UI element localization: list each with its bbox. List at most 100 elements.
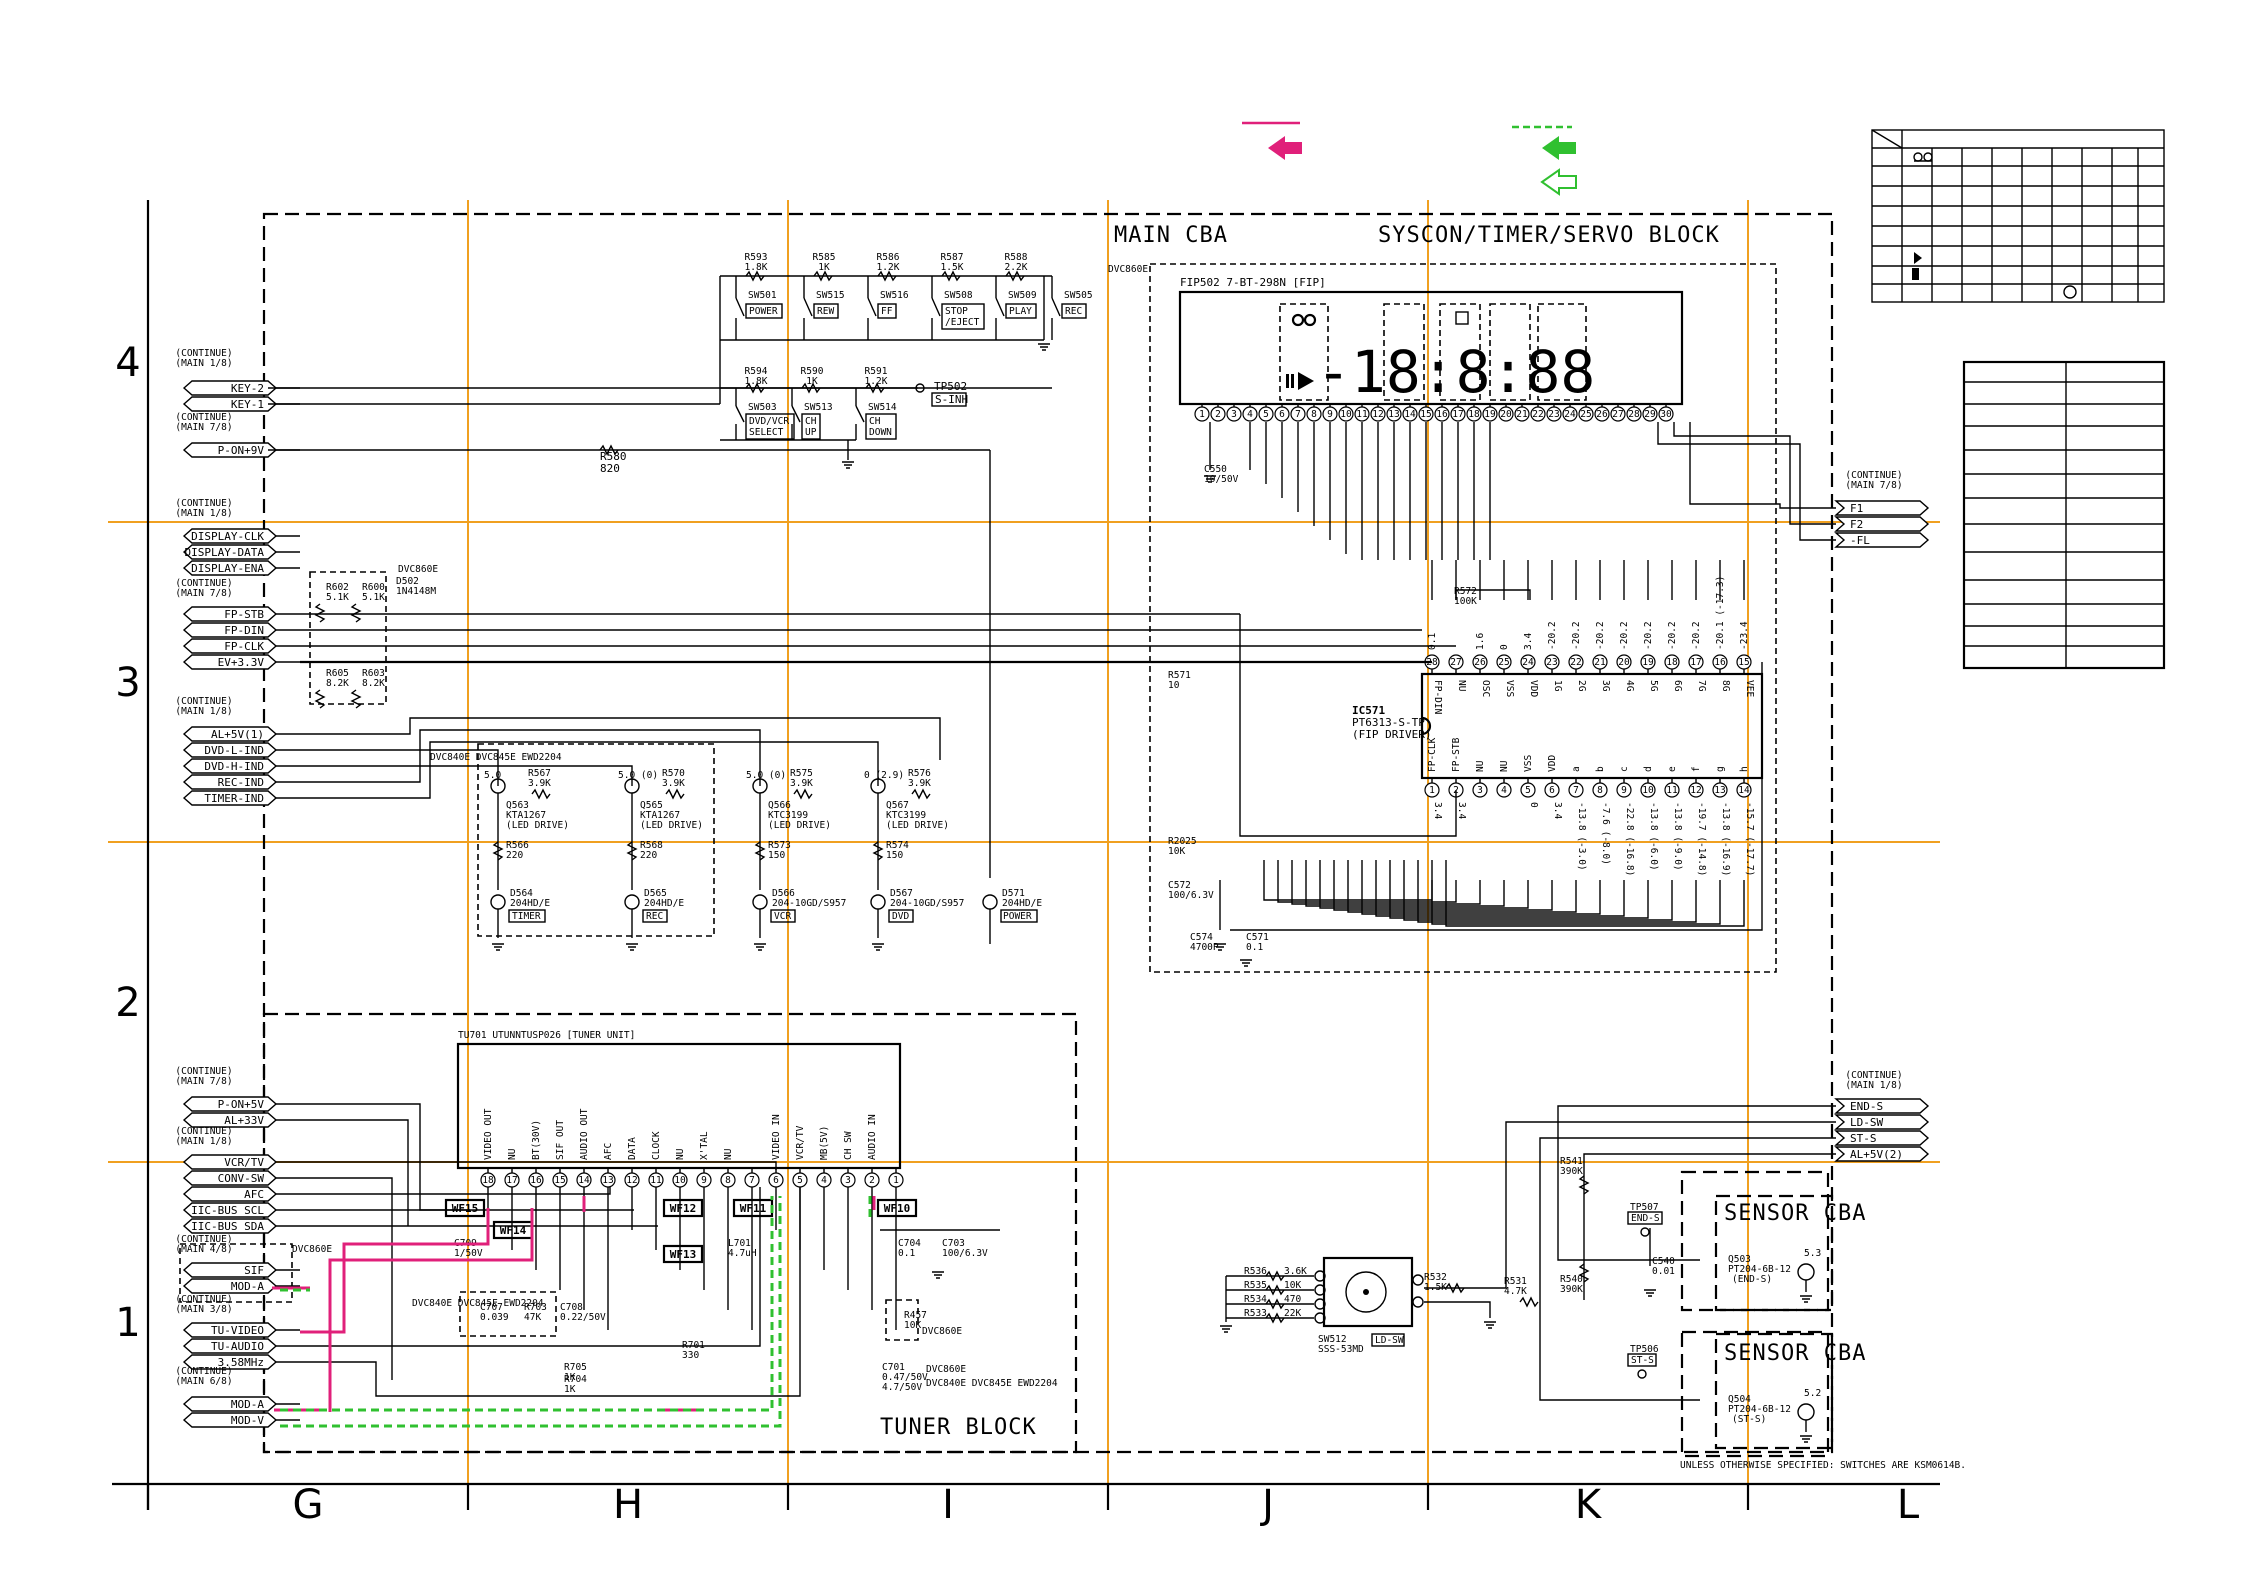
tuner-part-ref-2: C703 [942,1238,965,1249]
tuner-passives: C7091/50VC7040.1C703100/6.3VL7014.7uHC70… [454,1238,988,1395]
ic571-top-name-15: VEE [1744,680,1755,697]
led-name-1: REC [646,911,663,922]
led-rd-ref-1: R568 [640,840,663,851]
sensor-part-ref-1: R531 [1504,1276,1527,1287]
ic571-bot-pin-7 [1568,782,1584,798]
tuner-part-val-5-0: 47K [524,1312,541,1323]
variant-label-c707: DVC840E DVC845E EWD2204 [412,1298,544,1309]
ic571-top-volt-20: -20.2 [1619,621,1630,650]
ic571-top-volt-22: -20.2 [1571,621,1582,650]
tuner-pin-name-18: VIDEO OUT [483,1108,494,1160]
ic571-top-pin-label-25: 25 [1498,657,1509,668]
sw-row2-ref-2: SW514 [868,402,897,413]
ic571-bot-volt-8: -7.6 (-8.0) [1600,802,1611,865]
tuner-pin-label-14: 14 [578,1175,590,1186]
tuner-part-val-2-0: 100/6.3V [942,1248,988,1259]
ic571-bot-pin-13 [1712,782,1728,798]
wire [1557,1105,1836,1261]
ic571-bot-pin-label-4: 4 [1501,785,1507,796]
ic571-top-pin-label-17: 17 [1690,657,1701,668]
led-rd-icon-2 [754,841,766,861]
ic571-part: PT6313-S-TP [1352,716,1425,729]
led-tr-part-2: KTC3199 [768,810,808,821]
c574-val: 4700P [1190,942,1219,953]
wire [1424,1121,1836,1289]
ic571-bot-pin-5 [1520,782,1536,798]
ic571-bot-pin-label-7: 7 [1573,785,1579,796]
sw-row2-res-ref-0: R594 [745,366,768,377]
right-pin-1-2-shape [1834,1130,1930,1146]
small-res-icon-2 [314,689,326,709]
r2025-val: 10K [1168,846,1185,857]
tuner-pin-label-1: 1 [893,1175,899,1186]
legend-table-top [1871,129,2165,303]
tp506-pin-icon [1637,1369,1647,1379]
switch-contact-icon [867,297,877,317]
sw-row2-name-2-0: CH [869,416,881,427]
left-pin-9-1: MOD-V [231,1414,264,1427]
fip-pin-10 [1338,406,1354,422]
left-pin-0-0: KEY-2 [231,382,264,395]
d502-part: 1N4148M [396,586,436,597]
sensor-cba-title-2: SENSOR CBA [1724,1341,1866,1366]
zone-x-k: K [1575,1482,1603,1528]
sw-row1-resistor-icon-1 [813,270,833,282]
tp502-ref: TP502 [934,380,967,393]
right-pin-0-1-shape [1834,516,1930,532]
ic571-bot-pin-label-8: 8 [1597,785,1603,796]
wire [300,741,879,799]
tuner-part-val-3-0: 4.7uH [728,1248,757,1259]
tp502-box [931,392,967,407]
led-part-0: 204HD/E [510,898,550,909]
sw-row1-ref-3: SW508 [944,290,973,301]
sw-row2-box-1 [801,413,821,440]
tp507-pin-icon [1640,1227,1650,1237]
led-res-ref-1: R570 [662,768,685,779]
sw-row1-name-5-0: REC [1065,306,1082,317]
ldsw-res-ref-0: R536 [1244,1266,1267,1277]
ic571-top-name-21: 3G [1600,680,1611,692]
small-res-ref-2: R605 [326,668,349,679]
left-connector-header-0-b: (MAIN 1/8) [175,358,232,369]
fip-pin-label-22: 22 [1532,409,1543,420]
sensor-cba-start [1680,1330,1830,1458]
ground-icon [1800,1295,1812,1303]
led-rd-ref-0: R566 [506,840,529,851]
wire [1333,860,1553,911]
tp502-pin-icon [915,383,925,393]
fip-pin-7 [1290,406,1306,422]
fip-pin-label-25: 25 [1580,409,1591,420]
wire [1657,422,1836,541]
ic571-top-pin-label-27: 27 [1450,657,1461,668]
fip-pin-21 [1514,406,1530,422]
ic571-bot-pin-3 [1472,782,1488,798]
left-pin-6-4: IIC-BUS SDA [191,1220,264,1233]
sw-row1-res-ref-1: R585 [813,252,836,263]
led-ref-3: D567 [890,888,913,899]
tuner-pin-label-12: 12 [626,1175,637,1186]
tuner-part-val-1-0: 0.1 [898,1248,915,1259]
switch-contact-icon [803,297,813,317]
ic571-top-name-18: 6G [1672,680,1683,692]
fip-pin-24 [1562,406,1578,422]
fip-pin-9 [1322,406,1338,422]
led-ref-0: D564 [510,888,533,899]
tuner-pin-name-2: AUDIO IN [867,1114,878,1160]
tuner-pin-name-15: SIF OUT [555,1120,566,1160]
ic571-bot-pin-12 [1688,782,1704,798]
right-connector-header-1-b: (MAIN 1/8) [1845,1080,1902,1091]
sw-row1-box-2 [877,303,897,319]
sw-row1-box-4 [1005,303,1037,319]
led-rd-val-1: 220 [640,850,657,861]
tuner-pin-name-10: NU [675,1148,686,1160]
tuner-part-ref-11: C701 [882,1362,905,1373]
waveform-tag-WF10 [876,1198,918,1218]
fip-pin-label-19: 19 [1484,409,1496,420]
r572-ref: R572 [1454,586,1477,597]
fip-pin-label-18: 18 [1468,409,1480,420]
ic571-top-name-27: NU [1456,680,1467,692]
led-rd-icon-0 [492,841,504,861]
sw-row2-name-1-1: UP [805,427,817,438]
right-pin-0-2-shape [1834,532,1930,548]
